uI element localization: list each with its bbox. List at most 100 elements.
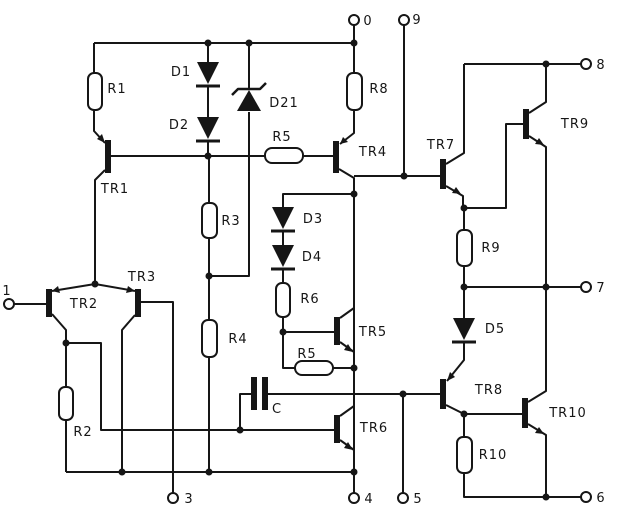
label-r9: R9 <box>481 241 500 256</box>
transistor-tr6: TR6 <box>334 415 388 450</box>
junction-dot <box>542 60 550 68</box>
label-tr5: TR5 <box>358 325 387 340</box>
junction-dot <box>205 272 213 280</box>
label-r5b: R5 <box>297 347 316 362</box>
label-c: C <box>272 402 282 417</box>
transistor-tr10: TR10 <box>522 398 586 434</box>
wire-tr9-collector <box>528 64 547 114</box>
wire-tr5-collector <box>339 307 355 319</box>
wire-output-spine <box>338 168 355 493</box>
terminal-1-circle <box>3 298 15 310</box>
resistor-r10-body <box>456 436 473 474</box>
wire-tr2-emitter <box>51 283 96 292</box>
label-d4: D4 <box>302 250 322 265</box>
diode-d21-triangle <box>237 90 261 111</box>
label-d21: D21 <box>269 96 299 111</box>
resistors: R1 R2 R3 R4 R5 R5 R6 R8 <box>58 72 508 474</box>
wire-tr3-collector <box>121 314 136 472</box>
transistor-tr6-bar <box>334 415 340 443</box>
terminal-9: 9 <box>398 13 421 28</box>
junction-dot <box>204 39 212 47</box>
wire-tr7-emitter <box>445 185 464 208</box>
label-d1: D1 <box>171 65 191 80</box>
diode-d4: D4 <box>271 245 322 271</box>
wire-tr9-emitter <box>528 135 547 287</box>
diode-d2: D2 <box>169 117 220 143</box>
label-r8: R8 <box>369 82 388 97</box>
junction-dot <box>542 283 550 291</box>
terminal-3: 3 <box>167 492 193 507</box>
tr8-emitter-arrow <box>447 372 455 381</box>
diode-d5: D5 <box>452 318 504 344</box>
terminal-5: 5 <box>397 492 422 507</box>
label-terminal-0: 0 <box>363 14 372 29</box>
diode-d1-triangle <box>197 62 219 84</box>
label-tr2: TR2 <box>69 297 98 312</box>
junction-dot <box>62 339 70 347</box>
tr2-emitter-arrow <box>52 286 60 293</box>
terminal-6-circle <box>580 491 592 503</box>
wire-tr9-base <box>464 123 523 209</box>
resistor-r6: R6 <box>275 282 319 318</box>
wire-tr10-emitter <box>527 423 547 497</box>
tr4-emitter-arrow <box>340 137 348 144</box>
diode-d3: D3 <box>271 207 322 233</box>
junction-dot <box>350 190 358 198</box>
tr1-emitter-arrow <box>97 134 105 143</box>
capacitor-c: C <box>251 377 282 417</box>
label-tr6: TR6 <box>359 421 388 436</box>
junction-dot <box>460 283 468 291</box>
diode-d5-triangle <box>453 318 475 340</box>
wires <box>14 25 581 498</box>
wire-tr10-collector <box>527 287 547 403</box>
resistor-r3: R3 <box>201 202 240 239</box>
resistor-r4: R4 <box>201 319 247 358</box>
label-r4: R4 <box>228 332 247 347</box>
wire-tr2-collector <box>51 313 67 387</box>
label-r5a: R5 <box>272 130 291 145</box>
capacitor-c-plate-left <box>251 377 257 410</box>
label-tr4: TR4 <box>358 145 387 160</box>
wire-cap-left-lead <box>239 393 251 430</box>
transistors: TR1 TR2 TR3 TR4 TR5 TR6 <box>46 109 588 450</box>
terminal-8-circle <box>580 58 592 70</box>
label-tr8: TR8 <box>474 383 503 398</box>
terminal-7-circle <box>580 281 592 293</box>
label-terminal-1: 1 <box>2 284 11 299</box>
transistor-tr9-bar <box>523 109 529 139</box>
diode-d2-triangle <box>197 117 219 139</box>
junction-dot <box>350 39 358 47</box>
junction-dot <box>350 468 358 476</box>
wire-tr3-base-terminal3 <box>141 301 174 493</box>
wire-bias-chain <box>282 193 354 332</box>
junction-dot <box>400 172 408 180</box>
label-r6: R6 <box>300 292 319 307</box>
junction-dot <box>236 426 244 434</box>
zener-diode-d21: D21 <box>231 82 299 111</box>
transistor-tr1: TR1 <box>97 134 128 197</box>
terminal-6: 6 <box>580 491 605 506</box>
resistor-r6-body <box>275 282 291 318</box>
junction-dot <box>542 493 550 501</box>
wire-r10-to-terminal6 <box>463 473 581 498</box>
resistor-r5a-body <box>264 147 304 164</box>
junction-dot <box>350 364 358 372</box>
terminal-8: 8 <box>580 58 605 73</box>
diode-d4-triangle <box>272 245 294 267</box>
transistor-tr3: TR3 <box>126 270 155 317</box>
transistor-tr7-bar <box>440 159 446 189</box>
resistor-r5b-body <box>294 360 334 376</box>
resistor-r5b: R5 <box>294 347 334 376</box>
transistor-tr2-bar <box>46 289 52 317</box>
transistor-tr7: TR7 <box>426 138 461 194</box>
capacitor-c-plate-right <box>262 377 268 410</box>
transistor-tr2: TR2 <box>46 286 98 317</box>
label-terminal-4: 4 <box>364 492 373 507</box>
junction-dot <box>204 152 212 160</box>
terminal-9-circle <box>398 14 410 26</box>
label-r3: R3 <box>221 214 240 229</box>
label-r10: R10 <box>479 448 508 463</box>
terminals: 0 9 8 7 6 1 3 4 <box>2 13 605 507</box>
wire-tr7-collector <box>445 64 465 165</box>
